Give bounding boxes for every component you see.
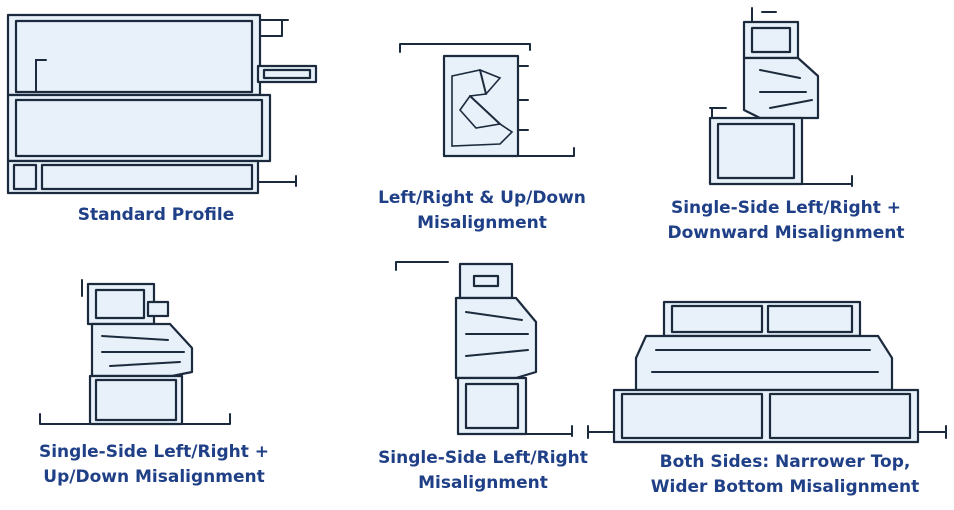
caption-single-side-downward: Single-Side Left/Right + Downward Misali… (667, 198, 905, 243)
single-ud-drawing (39, 279, 231, 426)
caption-single-side-lr: Single-Side Left/Right Misalignment (378, 448, 588, 493)
standard-profile-drawing (6, 13, 318, 195)
caption-standard-profile: Standard Profile (77, 205, 235, 225)
both-sides-drawing (587, 300, 947, 444)
single-down-drawing (708, 7, 853, 187)
caption-lr-ud-misalignment: Left/Right & Up/Down Misalignment (378, 188, 586, 233)
single-lr-drawing (395, 261, 573, 437)
caption-single-side-up-down: Single-Side Left/Right + Up/Down Misalig… (38, 442, 269, 487)
lr-ud-misalignment-drawing (399, 43, 575, 158)
caption-both-sides: Both Sides: Narrower Top, Wider Bottom M… (650, 452, 920, 497)
